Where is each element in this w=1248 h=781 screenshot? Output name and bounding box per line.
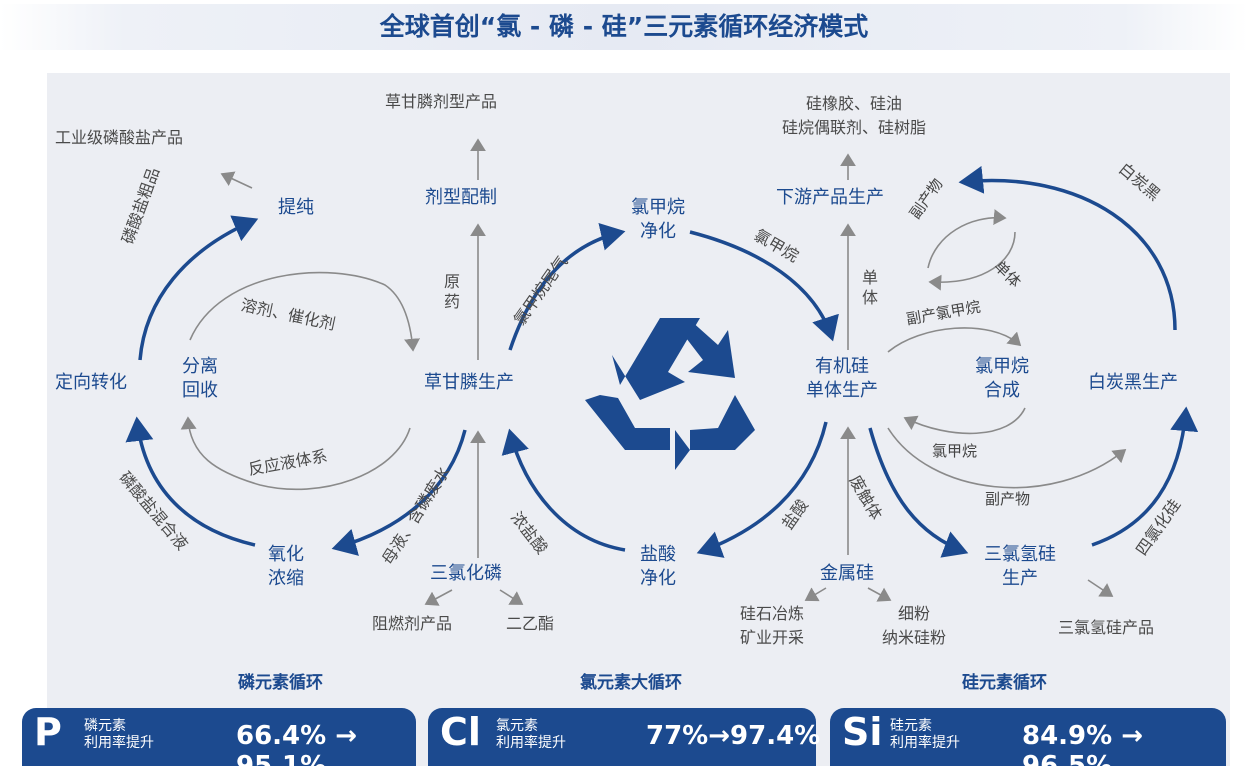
node-chloromethane-synthesis: 氯甲烷合成 xyxy=(975,356,1029,402)
node-silicone-rubber-oil: 硅橡胶、硅油硅烷偶联剂、硅树脂 xyxy=(782,94,927,137)
node-silica-smelting: 硅石冶炼矿业开采 xyxy=(740,604,805,647)
recycle-icon xyxy=(585,318,755,470)
node-glyphosate-production: 草甘膦生产 xyxy=(424,372,514,393)
node-flame-retardant: 阻燃剂产品 xyxy=(372,614,453,633)
arrow-byproduct-chloromethane xyxy=(887,327,1022,353)
node-formulation: 剂型配制 xyxy=(425,187,497,208)
arrow-pcl3-ester xyxy=(499,589,524,605)
arrow-chloromethane-monomer xyxy=(689,230,839,342)
edge-chloromethane-b: 氯甲烷 xyxy=(932,442,978,460)
card-silicon: Si 硅元素利用率提升 84.9% → 96.5% xyxy=(830,708,1226,781)
arrow-purify-industrial xyxy=(220,171,253,189)
utilization-value: 84.9% → 96.5% xyxy=(1022,721,1144,781)
edge-monomer-a: 单体 xyxy=(862,268,879,307)
arrow-to-directional xyxy=(125,416,256,547)
arrow-tail-gas xyxy=(508,223,626,351)
element-symbol: P xyxy=(34,710,62,754)
arrow-byproduct-b xyxy=(887,427,1127,489)
card-chlorine: Cl 氯元素利用率提升 77%→97.4% xyxy=(428,708,820,766)
card-description: 氯元素利用率提升 xyxy=(496,718,566,751)
node-trichlorosilane-products: 三氯氢硅产品 xyxy=(1058,618,1155,637)
arrow-white-carbon-black xyxy=(958,165,1177,331)
node-trichlorosilane-production: 三氯氢硅生产 xyxy=(984,544,1056,590)
node-silicone-monomer: 有机硅单体生产 xyxy=(806,356,878,402)
node-hcl-purify: 盐酸净化 xyxy=(640,544,676,590)
page-title: 全球首创“氯 - 磷 - 硅”三元素循环经济模式 xyxy=(0,4,1248,50)
arrow-pcl3-flame xyxy=(424,589,453,606)
arrow-hcl-to-hcl-purify xyxy=(696,421,828,558)
arrow-waste-contact xyxy=(868,427,969,558)
arrow-tcs-products xyxy=(1087,579,1114,597)
node-industrial-phosphate: 工业级磷酸盐产品 xyxy=(55,128,184,147)
node-chloromethane-purify: 氯甲烷净化 xyxy=(631,197,685,243)
card-phosphorus: P 磷元素利用率提升 66.4% → 95.1% xyxy=(22,708,416,781)
arrow-to-oxidation xyxy=(331,429,467,556)
node-directional-conversion: 定向转化 xyxy=(55,372,127,393)
node-downstream-production: 下游产品生产 xyxy=(776,187,884,208)
arrow-byproduct-a xyxy=(927,209,1007,269)
arrow-solvent-catalyst xyxy=(189,271,421,352)
node-purify: 提纯 xyxy=(278,197,314,218)
arrow-silicon-tetrachloride xyxy=(1091,406,1199,547)
edge-byproduct-b: 副产物 xyxy=(985,490,1031,508)
cycle-silicon: 硅元素循环 xyxy=(962,673,1047,693)
card-description: 硅元素利用率提升 xyxy=(890,718,960,751)
element-symbol: Cl xyxy=(440,710,481,754)
node-silica-production: 白炭黑生产 xyxy=(1088,372,1178,393)
utilization-value: 66.4% → 95.1% xyxy=(236,721,358,781)
cycle-chlorine: 氯元素大循环 xyxy=(580,673,682,693)
diagram-panel xyxy=(47,73,1230,766)
node-fine-powder: 细粉纳米硅粉 xyxy=(882,604,947,647)
arrow-metal-silicon-powder xyxy=(867,587,892,602)
utilization-value: 77%→97.4% xyxy=(646,721,821,751)
node-oxidation-concentration: 氧化浓缩 xyxy=(268,544,304,590)
cycle-phosphorus: 磷元素循环 xyxy=(238,673,323,693)
node-metal-silicon: 金属硅 xyxy=(820,563,874,584)
arrow-conc-hcl xyxy=(501,428,626,552)
arrow-chloromethane-b xyxy=(903,407,1026,435)
arrow-to-purify xyxy=(138,215,259,361)
arrow-monomer-b xyxy=(928,231,1016,291)
node-glyphosate-products: 草甘膦剂型产品 xyxy=(385,92,498,111)
arrow-metal-silicon-smelting xyxy=(804,587,827,602)
element-symbol: Si xyxy=(842,710,883,754)
node-separation-recovery: 分离回收 xyxy=(182,356,218,402)
edge-raw-drug: 原药 xyxy=(444,272,461,311)
arrow-reaction-liquid xyxy=(180,416,411,491)
card-description: 磷元素利用率提升 xyxy=(84,718,154,751)
node-phosphorus-trichloride: 三氯化磷 xyxy=(430,563,502,584)
node-diethyl-ester: 二乙酯 xyxy=(506,614,555,633)
